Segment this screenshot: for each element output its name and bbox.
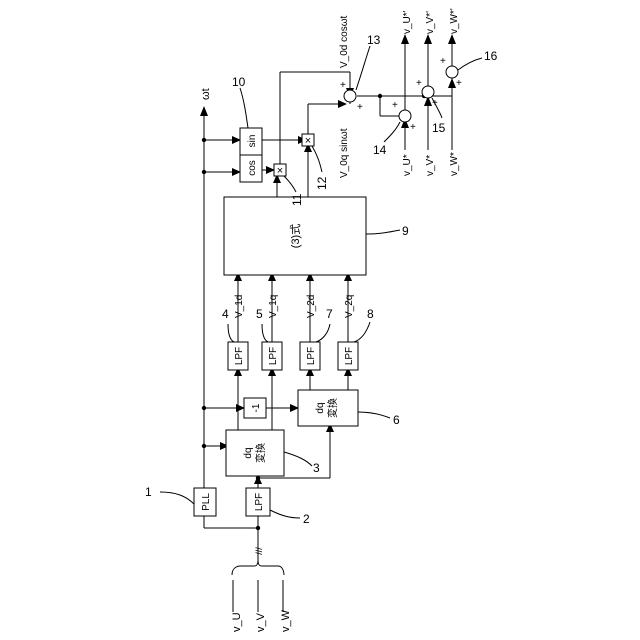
v1d-label: V_1d bbox=[234, 295, 245, 318]
ref-5: 5 bbox=[256, 307, 263, 321]
pll-block: PLL bbox=[194, 488, 216, 516]
omega-t-label: ωt bbox=[200, 88, 212, 100]
sign-14-a: + bbox=[392, 100, 398, 111]
ref-6: 6 bbox=[393, 413, 400, 427]
ref-2: 2 bbox=[303, 512, 310, 526]
negation-label: -1 bbox=[251, 403, 262, 412]
lpf-5-label: LPF bbox=[268, 347, 279, 365]
dq-converter-3: dq 変換 bbox=[226, 430, 284, 476]
pll-label: PLL bbox=[201, 493, 212, 511]
vw-ref-label: v_W* bbox=[449, 152, 460, 176]
ref-12: 12 bbox=[315, 176, 329, 190]
summing-junction-16 bbox=[446, 66, 458, 78]
lpf-block-5: LPF bbox=[262, 342, 282, 370]
input-tick-marks: /// bbox=[254, 547, 264, 555]
sign-15-a: + bbox=[416, 78, 422, 89]
dq-converter-6-line1: dq bbox=[315, 402, 326, 413]
input-vv-label: v_V bbox=[255, 612, 267, 632]
lpf-block-4: LPF bbox=[228, 342, 248, 370]
cos-sin-block-10: cos sin bbox=[240, 128, 262, 182]
dq-converter-6-line2: 変換 bbox=[326, 398, 339, 418]
multiplier-11: × bbox=[274, 164, 286, 177]
v0d-cos-label: V_0d cosωt bbox=[339, 15, 350, 68]
vv-out-label: v_V*' bbox=[425, 11, 436, 34]
dq-converter-6: dq 変換 bbox=[298, 390, 358, 426]
ref-13: 13 bbox=[367, 33, 381, 47]
lpf-block-8: LPF bbox=[338, 342, 358, 370]
ref-4: 4 bbox=[222, 307, 229, 321]
vu-out-label: v_U*' bbox=[402, 10, 413, 34]
multiplier-11-symbol: × bbox=[277, 165, 283, 177]
input-lpf-block: LPF bbox=[246, 488, 270, 516]
v1q-label: V_1q bbox=[268, 295, 279, 318]
sign-16-b: + bbox=[456, 78, 462, 89]
reference-numerals: 1 2 3 4 5 6 7 8 9 10 11 12 13 14 15 16 bbox=[145, 33, 498, 526]
input-vw-label: v_W bbox=[280, 609, 292, 632]
v0q-sin-label: V_0q sinωt bbox=[339, 128, 350, 178]
v2d-label: V_2d bbox=[306, 295, 317, 318]
input-lpf-label: LPF bbox=[254, 493, 265, 511]
sign-13-b: + bbox=[357, 102, 363, 113]
ref-8: 8 bbox=[367, 307, 374, 321]
sign-14-b: + bbox=[410, 122, 416, 133]
lpf-7-label: LPF bbox=[306, 347, 317, 365]
equation-label: (3)式 bbox=[289, 224, 302, 248]
summing-junction-14 bbox=[399, 110, 411, 122]
ref-7: 7 bbox=[326, 307, 333, 321]
input-ticks: /// bbox=[254, 547, 264, 555]
dq-converter-3-line2: 変換 bbox=[254, 443, 267, 463]
negation-block: -1 bbox=[244, 398, 266, 418]
ref-9: 9 bbox=[402, 224, 409, 238]
ref-3: 3 bbox=[313, 461, 320, 475]
ref-14: 14 bbox=[373, 143, 387, 157]
vw-out-label: v_W*' bbox=[449, 8, 460, 34]
lpf-4-label: LPF bbox=[234, 347, 245, 365]
multiplier-12-symbol: × bbox=[305, 135, 311, 147]
dq-converter-3-line1: dq bbox=[243, 447, 254, 458]
ref-1: 1 bbox=[145, 485, 152, 499]
sign-13-a: + bbox=[340, 80, 346, 91]
lpf-block-7: LPF bbox=[300, 342, 320, 370]
vu-ref-label: v_U* bbox=[402, 154, 413, 176]
sin-label: sin bbox=[247, 135, 258, 148]
summing-junction-15 bbox=[422, 86, 434, 98]
sign-16-a: + bbox=[440, 56, 446, 67]
ref-15: 15 bbox=[432, 121, 446, 135]
ref-11: 11 bbox=[290, 193, 304, 206]
lpf-8-label: LPF bbox=[344, 347, 355, 365]
equation-block-9: (3)式 bbox=[224, 197, 366, 275]
cos-label: cos bbox=[247, 160, 258, 176]
ref-10: 10 bbox=[232, 75, 246, 89]
vv-ref-label: v_V* bbox=[425, 155, 436, 176]
v2q-label: V_2q bbox=[344, 295, 355, 318]
ref-16: 16 bbox=[484, 49, 498, 63]
input-vu-label: v_U bbox=[231, 612, 243, 632]
summing-junction-13 bbox=[344, 90, 356, 102]
multiplier-12: × bbox=[302, 134, 314, 147]
